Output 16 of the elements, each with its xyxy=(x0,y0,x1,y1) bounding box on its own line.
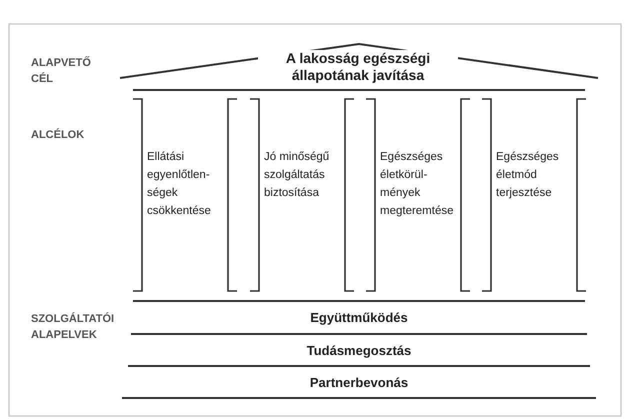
subgoal-text: Egészséges életkörül-mények megteremtése xyxy=(380,150,455,219)
goal-text: A lakosság egészségi állapotának javítása xyxy=(258,50,458,84)
principle-text: Tudásmegosztás xyxy=(306,343,412,358)
roof xyxy=(118,42,600,82)
column xyxy=(366,98,470,292)
column xyxy=(482,98,586,292)
column xyxy=(250,98,354,292)
column xyxy=(133,98,237,292)
level-label: ALAPVETŐ CÉL xyxy=(31,55,92,87)
principle-text: Partnerbevonás xyxy=(308,375,410,390)
subgoal-text: Egészséges életmód terjesztése xyxy=(496,150,560,201)
level-label: ALCÉLOK xyxy=(31,127,86,143)
subgoal-text: Jó minőségű szolgáltatás biztosítása xyxy=(264,150,330,201)
subgoal-text: Ellátási egyenlőtlen-ségek csökkentése xyxy=(147,150,212,219)
principle-text: Együttműködés xyxy=(309,310,409,325)
level-label: SZOLGÁLTATÓI ALAPELVEK xyxy=(31,311,116,343)
